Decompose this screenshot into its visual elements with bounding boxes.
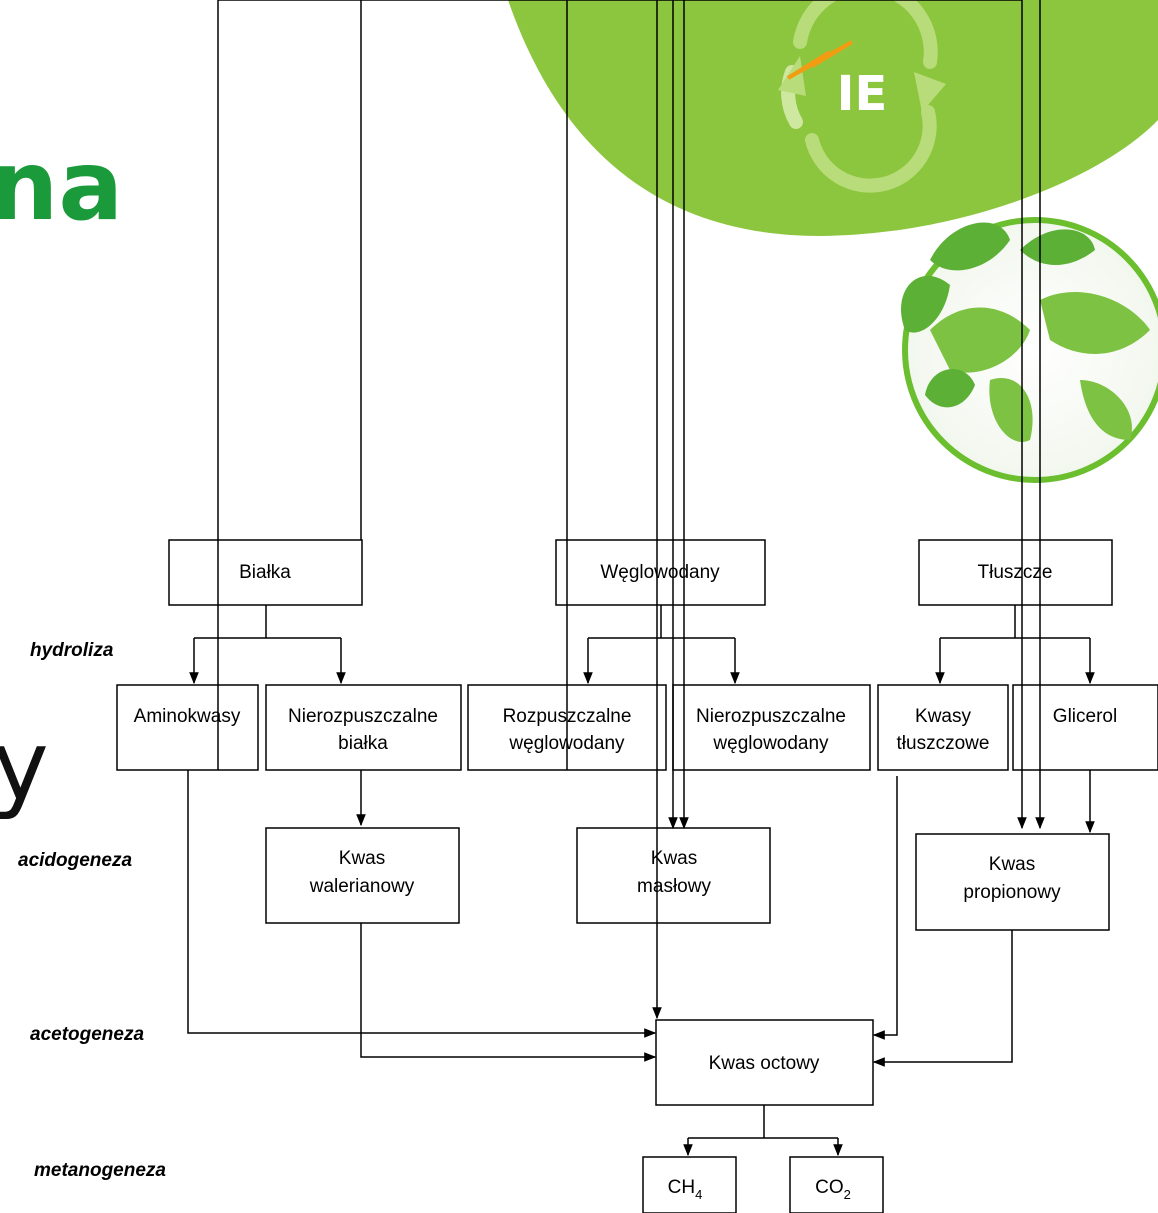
label-valeric-1: Kwas [339, 848, 385, 869]
label-insoluble-carbs-1: Nierozpuszczalne [696, 706, 846, 727]
label-insoluble-proteins-2: białka [338, 733, 388, 754]
label-propionic-2: propionowy [963, 882, 1061, 903]
label-propionic-1: Kwas [989, 854, 1035, 875]
label-fats: Tłuszcze [978, 562, 1053, 583]
ie-logo: IE [778, 0, 946, 193]
node-co2 [789, 1156, 884, 1213]
node-insoluble-carbs [672, 684, 871, 771]
slide-text-fragment: y [0, 710, 49, 822]
node-amino-acids [116, 684, 259, 771]
stage-hydrolysis: hydroliza [30, 640, 114, 661]
label-valeric-2: walerianowy [309, 876, 415, 897]
label-glycerol: Glicerol [1053, 706, 1117, 727]
co2-main: CO [815, 1177, 844, 1198]
label-insoluble-proteins-1: Nierozpuszczalne [288, 706, 438, 727]
node-fats [918, 539, 1113, 606]
node-carbohydrates [555, 539, 766, 606]
logo-text: IE [837, 66, 888, 122]
label-soluble-carbs-2: węglowodany [508, 733, 625, 754]
stage-acetogenesis: acetogeneza [30, 1024, 145, 1045]
node-valeric-acid [265, 827, 460, 924]
label-amino-acids: Aminokwasy [134, 706, 241, 727]
node-proteins [168, 539, 363, 606]
label-butyric-1: Kwas [651, 848, 697, 869]
co2-sub: 2 [844, 1187, 851, 1202]
label-carbohydrates: Węglowodany [600, 562, 720, 583]
connector-lines [187, 0, 1095, 1157]
methane-main: CH [668, 1177, 695, 1198]
node-propionic-acid [915, 833, 1110, 931]
label-fatty-acids-2: tłuszczowe [897, 733, 990, 754]
node-soluble-carbs [467, 684, 667, 771]
stage-acidogenesis: acidogeneza [18, 850, 133, 871]
node-methane [642, 1156, 737, 1213]
node-butyric-acid [576, 827, 771, 924]
label-fatty-acids-1: Kwasy [915, 706, 971, 727]
header-decoration [508, 0, 1158, 236]
green-globe-image [901, 217, 1158, 483]
node-fatty-acids [877, 684, 1009, 771]
methane-sub: 4 [695, 1187, 702, 1202]
label-methane: CH4 [668, 1177, 703, 1202]
node-acetic-acid [655, 1019, 874, 1106]
label-soluble-carbs-1: Rozpuszczalne [503, 706, 632, 727]
label-butyric-2: masłowy [637, 876, 711, 897]
label-proteins: Białka [239, 562, 291, 583]
node-insoluble-proteins [265, 684, 462, 771]
label-insoluble-carbs-2: węglowodany [712, 733, 829, 754]
stage-methanogenesis: metanogeneza [34, 1160, 166, 1181]
label-acetic-acid: Kwas octowy [709, 1053, 820, 1074]
slide-title-fragment: na [0, 130, 124, 242]
label-co2: CO2 [815, 1177, 851, 1202]
node-glycerol [1012, 684, 1158, 771]
